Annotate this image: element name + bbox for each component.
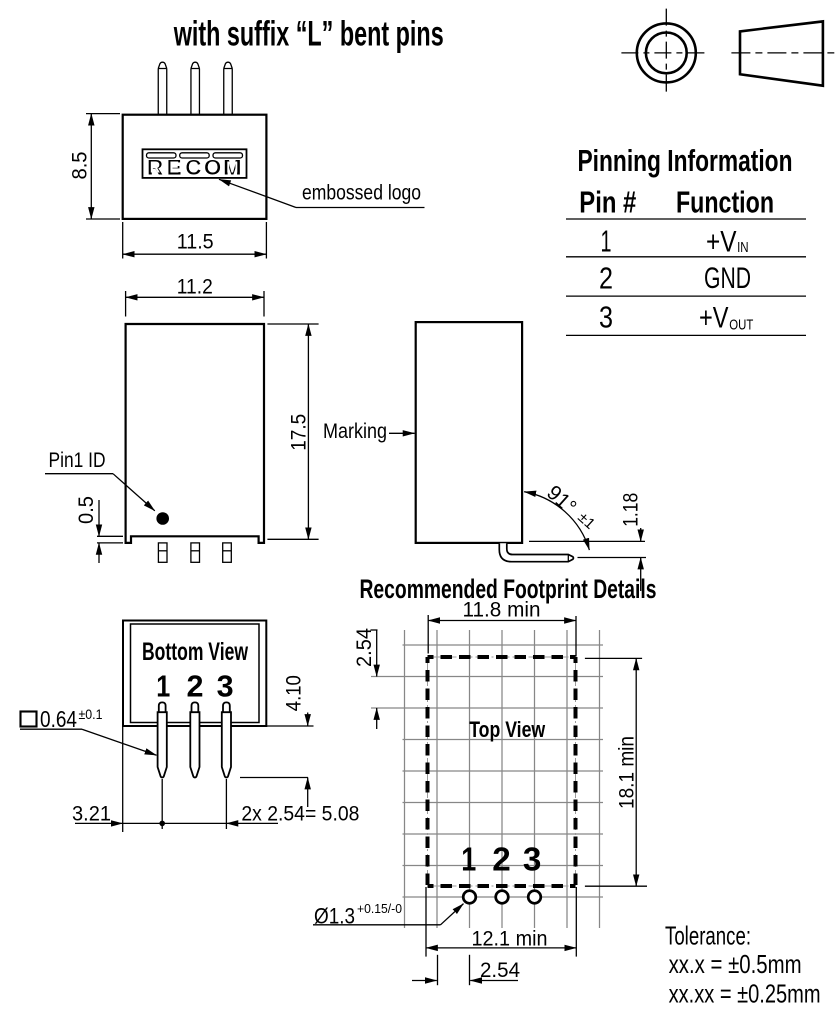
svg-text:E: E: [167, 156, 181, 180]
svg-text:R: R: [150, 160, 161, 177]
svg-text:3.21: 3.21: [72, 803, 111, 826]
svg-text:xx.x = ±0.5mm: xx.x = ±0.5mm: [669, 949, 802, 979]
svg-text:0.5: 0.5: [75, 496, 98, 524]
svg-text:Marking: Marking: [323, 420, 387, 443]
svg-text:1: 1: [461, 841, 476, 878]
svg-text:O: O: [204, 156, 221, 180]
svg-text:R: R: [147, 156, 163, 180]
svg-text:2: 2: [599, 261, 613, 296]
svg-text:Top View: Top View: [469, 717, 546, 742]
svg-text:2: 2: [492, 841, 511, 878]
svg-text:3: 3: [217, 668, 234, 703]
svg-text:IN: IN: [737, 239, 749, 256]
svg-text:xx.xx = ±0.25mm: xx.xx = ±0.25mm: [669, 979, 821, 1009]
svg-text:Pin1 ID: Pin1 ID: [49, 449, 106, 472]
svg-text:0.64: 0.64: [40, 706, 77, 732]
svg-text:Pinning Information: Pinning Information: [578, 143, 793, 178]
svg-text:11.2: 11.2: [177, 275, 213, 298]
svg-text:4.10: 4.10: [283, 675, 306, 711]
svg-text:Recommended Footprint Details: Recommended Footprint Details: [360, 574, 657, 604]
svg-text:3: 3: [599, 299, 613, 334]
svg-text:Pin #: Pin #: [579, 185, 636, 220]
svg-text:1: 1: [156, 668, 170, 703]
svg-text:2x 2.54= 5.08: 2x 2.54= 5.08: [241, 803, 359, 826]
svg-text:M: M: [223, 156, 241, 180]
svg-text:1: 1: [601, 223, 612, 258]
svg-text:with suffix “L” bent pins: with suffix “L” bent pins: [173, 14, 444, 53]
svg-text:18.1 min: 18.1 min: [615, 736, 638, 809]
svg-text:Tolerance:: Tolerance:: [665, 921, 751, 951]
svg-text:11.8 min: 11.8 min: [463, 599, 541, 622]
svg-text:2.54: 2.54: [480, 959, 520, 982]
svg-text:Bottom View: Bottom View: [142, 638, 248, 666]
svg-text:+V: +V: [699, 301, 729, 334]
svg-text:E: E: [169, 160, 179, 177]
svg-text:17.5: 17.5: [288, 414, 311, 451]
svg-text:OUT: OUT: [729, 318, 753, 334]
svg-text:+V: +V: [706, 225, 737, 258]
svg-text:2: 2: [187, 668, 204, 703]
svg-text:±0.1: ±0.1: [79, 706, 103, 722]
svg-text:embossed logo: embossed logo: [302, 182, 421, 205]
svg-text:C: C: [186, 156, 202, 180]
svg-text:M: M: [226, 160, 238, 177]
svg-text:3: 3: [523, 841, 542, 878]
svg-text:1.18: 1.18: [619, 493, 642, 527]
svg-text:12.1 min: 12.1 min: [472, 927, 548, 950]
svg-text:+0.15/-0: +0.15/-0: [357, 902, 402, 916]
svg-text:Function: Function: [676, 185, 774, 220]
svg-text:GND: GND: [704, 262, 751, 295]
svg-text:2.54: 2.54: [353, 628, 376, 667]
svg-text:8.5: 8.5: [68, 152, 91, 180]
svg-text:C: C: [188, 160, 199, 177]
svg-text:O: O: [207, 160, 218, 177]
svg-text:11.5: 11.5: [177, 231, 214, 254]
